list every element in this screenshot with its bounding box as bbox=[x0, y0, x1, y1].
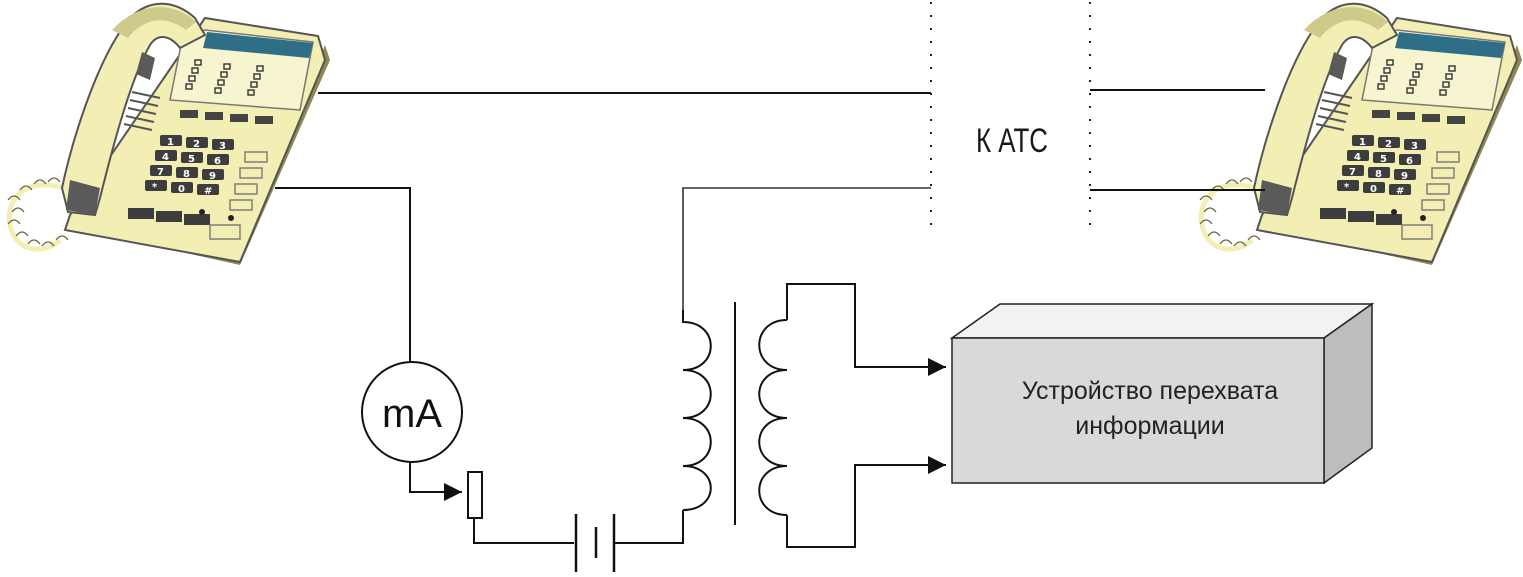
variable-resistor-icon bbox=[467, 471, 483, 519]
exchange-label: К АТС bbox=[976, 122, 1048, 160]
milliammeter-icon bbox=[361, 361, 463, 463]
battery-to-transformer-wire bbox=[614, 510, 684, 544]
right-telephone-icon bbox=[1200, 4, 1522, 265]
device-label-line1: Устройство перехвата bbox=[1022, 377, 1278, 405]
left-telephone-icon bbox=[8, 4, 330, 265]
line-wires bbox=[275, 89, 1265, 362]
transformer-icon bbox=[682, 283, 946, 548]
meter-to-resistor-wire bbox=[409, 462, 462, 501]
milliammeter-label: mA bbox=[382, 392, 442, 436]
resistor-to-battery-wire bbox=[473, 518, 574, 544]
exchange-boundary bbox=[930, 2, 1091, 235]
device-label-line2: информации bbox=[1075, 412, 1225, 440]
battery-icon bbox=[574, 514, 616, 572]
interception-device-icon bbox=[949, 302, 1375, 485]
